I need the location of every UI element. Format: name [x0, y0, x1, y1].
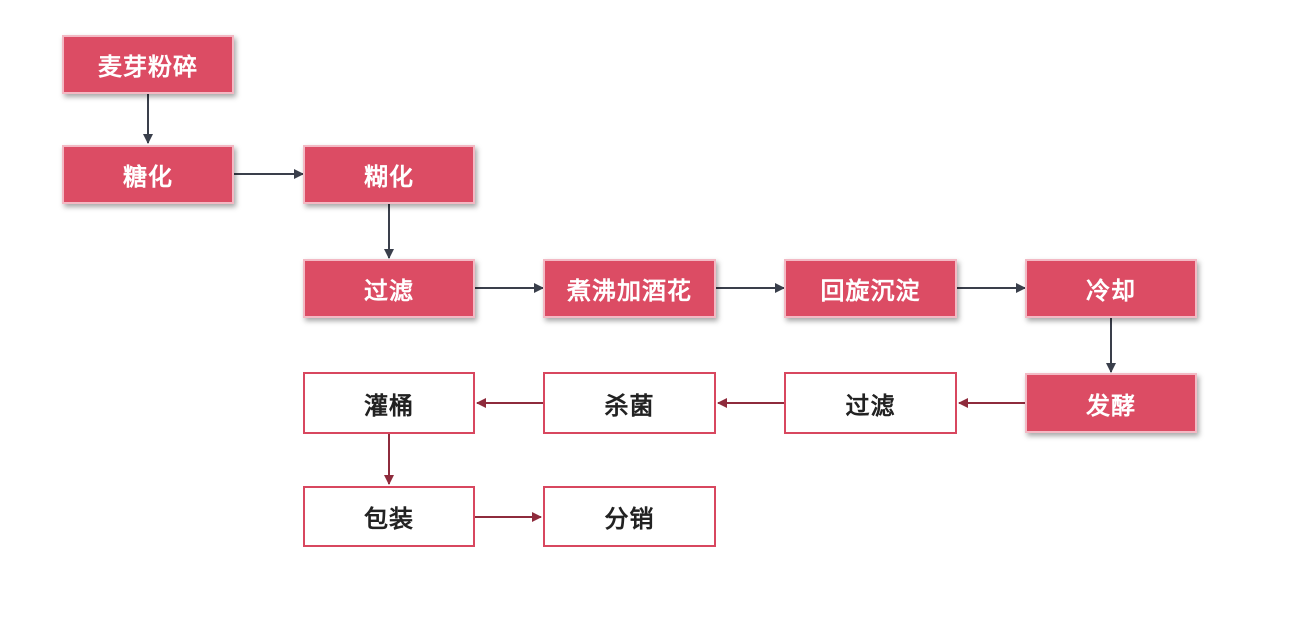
step-barreling: 灌桶 — [303, 372, 475, 434]
step-saccharification: 糖化 — [62, 145, 234, 204]
step-sterilization: 杀菌 — [543, 372, 716, 434]
step-distribution: 分销 — [543, 486, 716, 547]
step-malt-milling: 麦芽粉碎 — [62, 35, 234, 94]
step-cooling: 冷却 — [1025, 259, 1197, 318]
step-packaging: 包装 — [303, 486, 475, 547]
step-fermentation: 发酵 — [1025, 373, 1197, 433]
step-filtration-1: 过滤 — [303, 259, 475, 318]
step-gelatinization: 糊化 — [303, 145, 475, 204]
step-filtration-2: 过滤 — [784, 372, 957, 434]
step-whirlpool: 回旋沉淀 — [784, 259, 957, 318]
step-boiling-hops: 煮沸加酒花 — [543, 259, 716, 318]
